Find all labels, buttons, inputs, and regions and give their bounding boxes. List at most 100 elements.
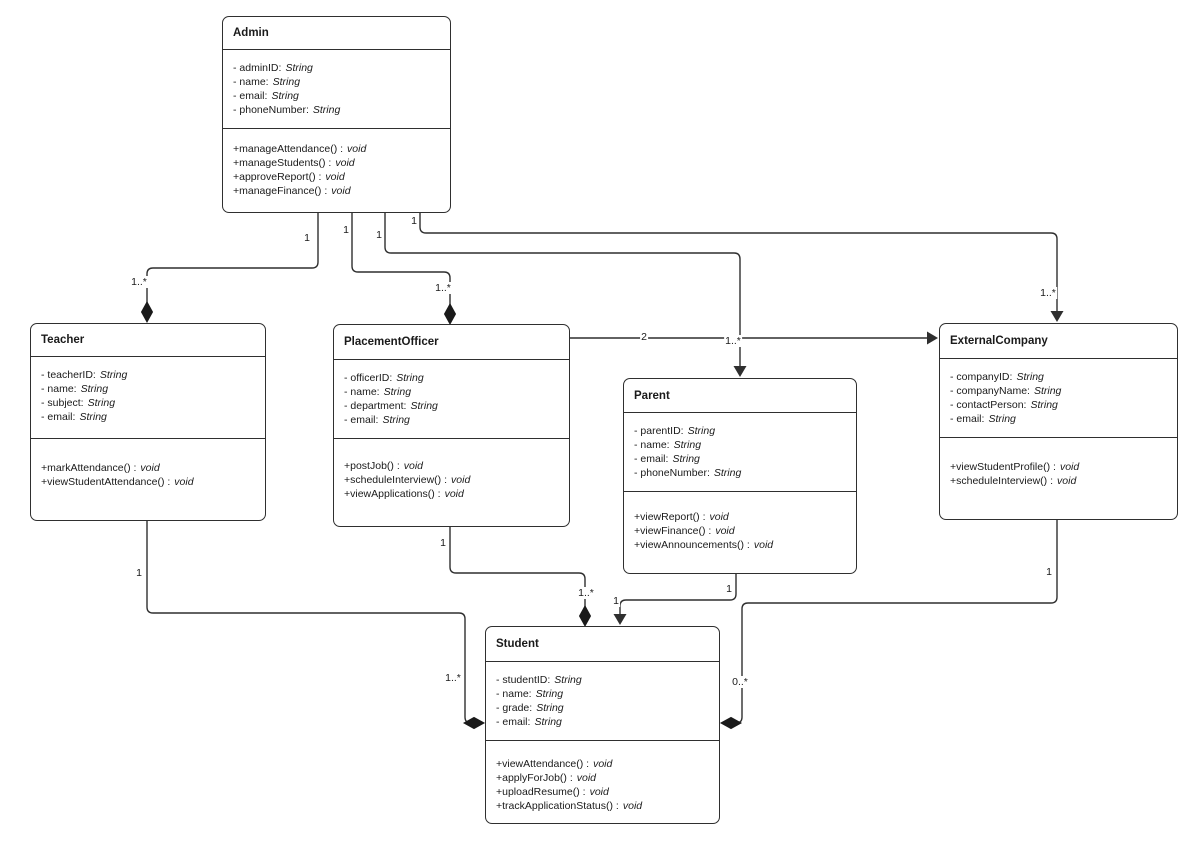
edge-placementofficer-student: [449, 527, 592, 628]
edge-admin-parent: [384, 213, 747, 377]
attribute: - email:String: [634, 453, 700, 465]
multiplicity-label: 1: [375, 229, 383, 241]
edge-admin-placementofficer: [351, 213, 457, 326]
attribute: - officerID:String: [344, 372, 424, 384]
method: +trackApplicationStatus() :void: [496, 800, 643, 812]
edge-placementofficer-externalcompany: [570, 331, 938, 345]
multiplicity-label: 1..*: [434, 282, 452, 294]
class-attributes: - officerID:String - name:String - depar…: [334, 360, 569, 439]
attribute: - parentID:String: [634, 425, 716, 437]
multiplicity-label: 1: [725, 583, 733, 595]
attribute: - name:String: [496, 688, 564, 700]
method: +scheduleInterview() :void: [344, 474, 471, 486]
method: +viewAttendance() :void: [496, 758, 613, 770]
method: +scheduleInterview() :void: [950, 475, 1077, 487]
multiplicity-label: 1: [439, 537, 447, 549]
attribute: - email:String: [41, 411, 107, 423]
class-methods: +manageAttendance() :void +manageStudent…: [223, 129, 450, 198]
edge-teacher-student: [146, 521, 486, 730]
method: +viewStudentAttendance() :void: [41, 476, 194, 488]
attribute: - phoneNumber:String: [233, 104, 341, 116]
class-attributes: - teacherID:String - name:String - subje…: [31, 357, 265, 439]
attribute: - name:String: [344, 386, 412, 398]
class-attributes: - parentID:String - name:String - email:…: [624, 413, 856, 492]
composition-diamond: [443, 302, 457, 326]
attribute: - email:String: [344, 414, 410, 426]
class-parent: Parent - parentID:String - name:String -…: [623, 378, 857, 574]
composition-diamond: [578, 604, 592, 628]
attribute: - name:String: [634, 439, 702, 451]
class-methods: +viewAttendance() :void +applyForJob() :…: [486, 741, 719, 813]
method: +viewFinance() :void: [634, 525, 735, 537]
attribute: - email:String: [950, 413, 1016, 425]
attribute: - name:String: [41, 383, 109, 395]
arrowhead: [927, 331, 938, 345]
attribute: - name:String: [233, 76, 301, 88]
attribute: - email:String: [233, 90, 299, 102]
multiplicity-label: 1: [342, 224, 350, 236]
class-student: Student - studentID:String - name:String…: [485, 626, 720, 824]
arrowhead: [613, 614, 627, 625]
edge-parent-student: [613, 574, 737, 625]
composition-diamond: [719, 716, 743, 730]
class-methods: +viewStudentProfile() :void +scheduleInt…: [940, 438, 1177, 488]
edge-externalcompany-student: [719, 520, 1058, 730]
attribute: - department:String: [344, 400, 438, 412]
arrowhead: [733, 366, 747, 377]
class-methods: +postJob() :void +scheduleInterview() :v…: [334, 439, 569, 501]
multiplicity-label: 1..*: [1039, 287, 1057, 299]
multiplicity-label: 1: [135, 567, 143, 579]
multiplicity-label: 1..*: [577, 587, 595, 599]
method: +manageFinance() :void: [233, 185, 351, 197]
edge-admin-externalcompany: [419, 213, 1064, 322]
composition-diamond: [462, 716, 486, 730]
class-title: ExternalCompany: [940, 324, 1177, 359]
method: +manageAttendance() :void: [233, 143, 367, 155]
multiplicity-label: 1..*: [130, 276, 148, 288]
method: +viewReport() :void: [634, 511, 729, 523]
multiplicity-label: 1: [410, 215, 418, 227]
attribute: - companyName:String: [950, 385, 1062, 397]
method: +postJob() :void: [344, 460, 424, 472]
multiplicity-label: 1: [1045, 566, 1053, 578]
class-title: PlacementOfficer: [334, 325, 569, 360]
method: +manageStudents() :void: [233, 157, 355, 169]
composition-diamond: [140, 300, 154, 324]
method: +markAttendance() :void: [41, 462, 160, 474]
multiplicity-label: 1..*: [444, 672, 462, 684]
multiplicity-label: 1: [612, 595, 620, 607]
multiplicity-label: 0..*: [731, 676, 749, 688]
method: +approveReport() :void: [233, 171, 345, 183]
class-title: Parent: [624, 379, 856, 413]
attribute: - subject:String: [41, 397, 116, 409]
method: +viewAnnouncements() :void: [634, 539, 774, 551]
class-title: Admin: [223, 17, 450, 50]
edge-admin-teacher: [140, 213, 319, 324]
method: +applyForJob() :void: [496, 772, 597, 784]
method: +viewApplications() :void: [344, 488, 464, 500]
class-title: Teacher: [31, 324, 265, 357]
attribute: - contactPerson:String: [950, 399, 1058, 411]
class-admin: Admin - adminID:String - name:String - e…: [222, 16, 451, 213]
class-methods: +viewReport() :void +viewFinance() :void…: [624, 492, 856, 552]
multiplicity-label: 1..*: [724, 335, 742, 347]
attribute: - email:String: [496, 716, 562, 728]
attribute: - phoneNumber:String: [634, 467, 742, 479]
class-teacher: Teacher - teacherID:String - name:String…: [30, 323, 266, 521]
class-attributes: - studentID:String - name:String - grade…: [486, 662, 719, 741]
attribute: - studentID:String: [496, 674, 582, 686]
class-placementofficer: PlacementOfficer - officerID:String - na…: [333, 324, 570, 527]
method: +uploadResume() :void: [496, 786, 609, 798]
class-title: Student: [486, 627, 719, 662]
class-methods: +markAttendance() :void +viewStudentAtte…: [31, 439, 265, 489]
attribute: - teacherID:String: [41, 369, 128, 381]
class-externalcompany: ExternalCompany - companyID:String - com…: [939, 323, 1178, 520]
attribute: - companyID:String: [950, 371, 1044, 383]
attribute: - grade:String: [496, 702, 564, 714]
arrowhead: [1050, 311, 1064, 322]
class-attributes: - adminID:String - name:String - email:S…: [223, 50, 450, 129]
attribute: - adminID:String: [233, 62, 313, 74]
multiplicity-label: 2: [640, 331, 648, 343]
